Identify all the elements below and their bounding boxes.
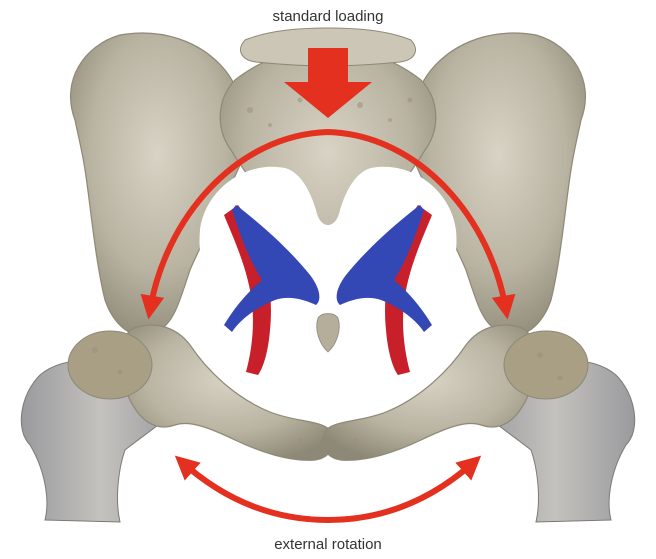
coccyx bbox=[317, 314, 340, 353]
left-hip-joint bbox=[68, 331, 152, 399]
external-rotation-label: external rotation bbox=[0, 536, 656, 553]
right-hip-joint bbox=[504, 331, 588, 399]
rotation-arrow-icon bbox=[182, 462, 474, 520]
